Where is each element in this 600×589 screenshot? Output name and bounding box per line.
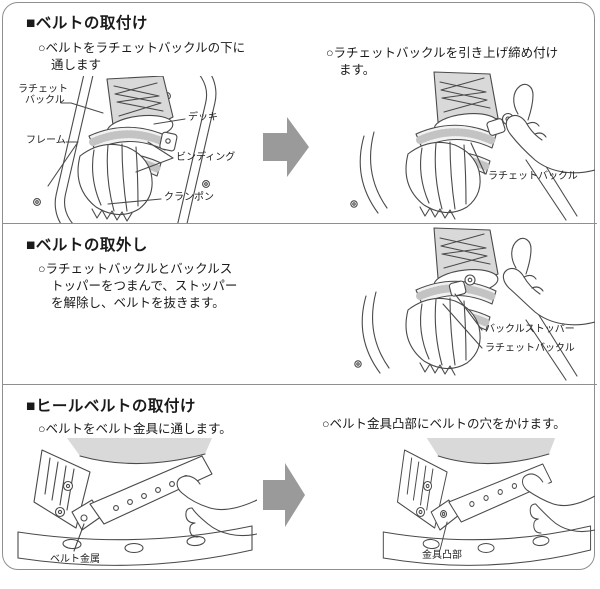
label-binding: ビンディング — [176, 152, 236, 163]
right-arrow-icon — [263, 463, 305, 527]
label-ratchet-buckle-line2: バックル — [25, 95, 65, 106]
diagram-release-buckle: バックルストッパー ラチェットバックル — [338, 226, 595, 382]
step-line: ○ラチェットバックルとバックルス — [38, 262, 233, 276]
step-line: ○ベルト金具凸部にベルトの穴をかけます。 — [322, 417, 566, 431]
step-line: トッパーをつまんで、ストッパー — [51, 279, 238, 293]
heel-belt-hand-illustration — [17, 438, 257, 566]
diagram-heel-belt-hook: 金具凸部 — [378, 438, 595, 576]
step-text: ○ベルトをベルト金具に通します。 — [38, 421, 232, 438]
section-title-belt-remove: ■ベルトの取外し — [26, 237, 148, 254]
step-text: ○ラチェットバックルとバックルス トッパーをつまんで、ストッパー を解除し、ベル… — [38, 261, 237, 312]
page-border — [2, 2, 595, 570]
section-divider-2 — [2, 384, 597, 385]
section-divider-1 — [2, 223, 597, 224]
label-belt-metal: ベルト金属 — [50, 554, 100, 565]
boot-hand-pull-illustration — [350, 71, 595, 221]
label-frame: フレーム — [26, 135, 66, 146]
step-line: ます。 — [339, 63, 376, 77]
label-ratchet-buckle: ラチェットバックル — [485, 343, 575, 354]
section-title-heel-belt: ■ヒールベルトの取付け — [26, 398, 196, 415]
diagram-heel-belt-thread: ベルト金属 — [12, 438, 257, 576]
step-line: 通します — [51, 58, 102, 72]
snowshoe-binding-illustration — [33, 76, 217, 223]
step-text: ○ベルト金具凸部にベルトの穴をかけます。 — [322, 416, 566, 433]
diagram-snowshoe-parts: ラチェット バックル デッキ フレーム ビンディング クランポン — [10, 76, 260, 223]
boot-hand-pinch-illustration — [354, 227, 595, 381]
label-crampon: クランポン — [164, 192, 214, 203]
section-title-belt-attach: ■ベルトの取付け — [26, 15, 148, 32]
step-text: ○ラチェットバックルを引き上げ締め付け ます。 — [326, 45, 558, 79]
step-line: を解除し、ベルトを抜きます。 — [51, 296, 225, 310]
right-arrow-icon — [263, 117, 309, 177]
heel-belt-hook-illustration — [382, 438, 595, 566]
step-line: ○ベルトをラチェットバックルの下に — [38, 41, 246, 55]
diagram-pull-buckle: ラチェットバックル — [330, 70, 595, 222]
label-deck: デッキ — [188, 112, 218, 123]
label-fitting-protrusion: 金具凸部 — [422, 550, 462, 561]
step-text: ○ベルトをラチェットバックルの下に 通します — [38, 40, 245, 74]
label-ratchet-buckle: ラチェットバックル — [488, 171, 578, 182]
step-line: ○ラチェットバックルを引き上げ締め付け — [326, 46, 559, 60]
step-line: ○ベルトをベルト金具に通します。 — [38, 422, 232, 436]
label-buckle-stopper: バックルストッパー — [485, 324, 575, 335]
label-ratchet-buckle-line1: ラチェット — [18, 84, 68, 95]
